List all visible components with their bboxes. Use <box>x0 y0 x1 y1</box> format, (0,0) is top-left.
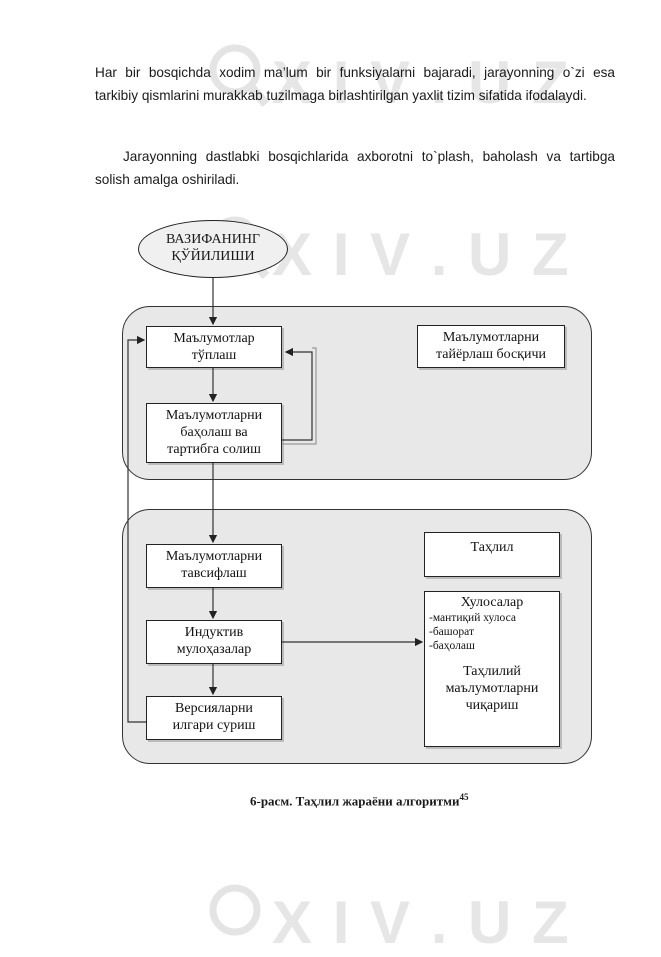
collect-data-box: Маълумотлар тўплаш <box>146 326 282 368</box>
footnote-ref: 45 <box>459 792 469 802</box>
analysis-box: Таҳлил <box>424 532 560 577</box>
connector-feedback-loop <box>282 347 313 441</box>
watermark-text: X I V . U Z <box>272 49 571 116</box>
diagram-connectors <box>127 278 424 723</box>
start-line1: ВАЗИФАНИНГ <box>165 232 261 247</box>
analysis-label: Таҳлил <box>470 540 514 555</box>
inductive-line2: мулоҳазалар <box>176 642 252 657</box>
connector-versions-loop <box>127 335 146 723</box>
conclusions-sub1: Таҳлилий <box>463 664 521 679</box>
watermark-text: X I V . U Z <box>272 221 571 288</box>
conclusion-item: -баҳолаш <box>429 640 475 652</box>
start-line2: ҚЎЙИЛИШИ <box>171 249 255 264</box>
watermark-top: X I V . U Z <box>200 40 569 116</box>
evaluate-data-box: Маълумотларни баҳолаш ва тартибга солиш <box>146 403 282 463</box>
classify-data-box: Маълумотларни тавсифлаш <box>146 544 282 588</box>
stage1-label-box: Маълумотларни тайёрлаш босқичи <box>417 325 565 368</box>
versions-box: Версияларни илгари суриш <box>146 696 282 740</box>
start-task-ellipse: ВАЗИФАНИНГ ҚЎЙИЛИШИ <box>138 220 288 278</box>
conclusions-box: Хулосалар -мантиқий хулоса -башорат -баҳ… <box>424 591 560 747</box>
evaluate-line3: тартибга солиш <box>167 442 261 457</box>
collect-line1: Маълумотлар <box>173 331 255 346</box>
conclusion-item: -мантиқий хулоса <box>429 612 516 624</box>
evaluate-line1: Маълумотларни <box>165 408 263 423</box>
classify-line1: Маълумотларни <box>165 549 263 564</box>
stage1-label-line2: тайёрлаш босқичи <box>435 347 547 362</box>
caption-text: 6-расм. Таҳлил жараёни алгоритми <box>250 793 460 809</box>
watermark-logo-icon <box>209 44 270 107</box>
versions-line2: илгари суриш <box>172 718 256 733</box>
watermark-logo-icon <box>209 884 261 936</box>
classify-line2: тавсифлаш <box>181 566 247 581</box>
inductive-line1: Индуктив <box>184 625 244 640</box>
versions-line1: Версияларни <box>175 701 253 716</box>
collect-line2: тўплаш <box>191 348 237 363</box>
paragraph-1: Har bir bosqichda xodim ma’lum bir funks… <box>95 65 615 103</box>
inductive-reasoning-box: Индуктив мулоҳазалар <box>146 620 282 664</box>
conclusions-output: Таҳлилий маълумотларни чиқариш <box>425 663 559 714</box>
conclusions-sub3: чиқариш <box>465 698 519 713</box>
conclusions-title: Хулосалар <box>460 595 524 610</box>
conclusion-item: -башорат <box>429 626 474 638</box>
figure-caption: 6-расм. Таҳлил жараёни алгоритми45 <box>250 792 468 809</box>
stage1-label-line1: Маълумотларни <box>442 330 540 345</box>
conclusions-sub2: маълумотларни <box>445 681 539 696</box>
evaluate-line2: баҳолаш ва <box>180 425 248 440</box>
paragraph-2: Jarayonning dastlabki bosqichlarida axbo… <box>95 149 615 187</box>
connector-feedback-loop-inner <box>282 347 317 445</box>
